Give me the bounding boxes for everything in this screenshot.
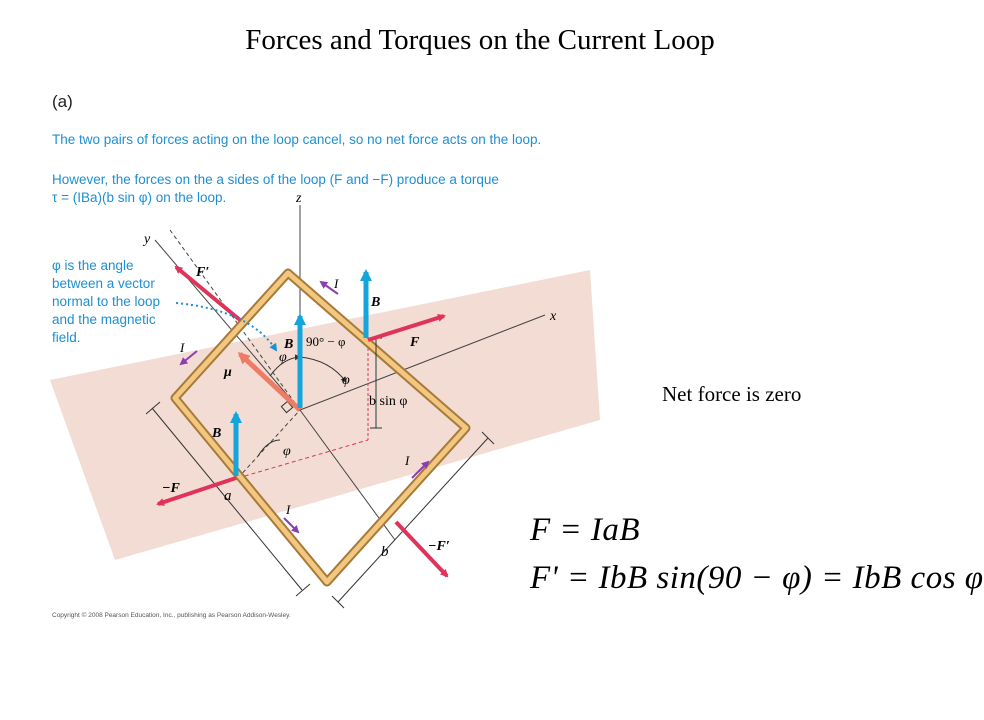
mu-label: μ (223, 365, 232, 380)
current-loop-inner (172, 270, 469, 585)
force-f-right-label: F (409, 335, 420, 350)
dim-a-line (151, 407, 303, 591)
axis-x-label: x (549, 309, 557, 324)
dim-b-line (337, 437, 489, 603)
angle-arc-phi-bottom (257, 439, 281, 457)
current-label-bottom: I (285, 502, 291, 517)
phi-label-bottom: φ (283, 444, 291, 459)
b-field-center-label: B (283, 337, 293, 352)
phi-pointer-dotted (175, 302, 278, 352)
panel-label: (a) (52, 92, 73, 111)
angle-arc-90 (299, 356, 347, 383)
caption-net-force: The two pairs of forces acting on the lo… (52, 132, 542, 147)
dim-a-tick1 (145, 401, 161, 415)
caption-torque-line1: However, the forces on the a sides of th… (52, 172, 499, 187)
slide-title: Forces and Torques on the Current Loop (245, 24, 715, 56)
copyright-notice: Copyright © 2008 Pearson Education, Inc.… (52, 612, 291, 619)
force-f-right-arrow (367, 313, 446, 342)
phi-label-top: φ (279, 350, 287, 365)
caption-phi-note: φ is the angle between a vector normal t… (52, 258, 161, 345)
current-loop-diagram: z y x a b b sin φ φ 90° − φ φ φ F′ F −F … (50, 191, 600, 609)
current-label-top: I (333, 276, 339, 291)
b-field-left-label: B (211, 426, 221, 441)
right-angle-mark (280, 400, 294, 414)
mu-vector-arrow (237, 351, 302, 412)
phi-label-right: φ (342, 373, 350, 388)
force-f-left-label: −F (162, 481, 180, 496)
axis-z-label: z (295, 191, 302, 206)
axis-y-label: y (142, 232, 151, 247)
dim-b-tick1 (331, 595, 345, 609)
angle-arc-phi-top (269, 354, 301, 377)
axis-x-line (299, 314, 546, 411)
force-f-left-arrow (156, 476, 237, 506)
current-arrow-top (319, 280, 339, 295)
dim-a-tick2 (295, 583, 311, 597)
side-b-label: b (381, 544, 389, 560)
equation-f-iab: F = IaB (530, 512, 641, 548)
bsinphi-label: b sin φ (369, 394, 407, 409)
angle-90-label: 90° − φ (306, 334, 346, 349)
current-label-left: I (179, 340, 185, 355)
dashed-base (237, 409, 301, 479)
caption-torque: However, the forces on the a sides of th… (52, 171, 612, 207)
dashed-base-red (237, 439, 369, 479)
current-arrow-bottom (283, 517, 300, 534)
force-f-prime-top-arrow (174, 265, 242, 322)
current-arrow-left (179, 350, 198, 366)
force-f-prime-bottom-arrow (394, 520, 449, 578)
net-force-text: Net force is zero (662, 382, 802, 406)
force-f-prime-bottom-label: −F′ (428, 539, 450, 554)
dashed-diagonal (169, 229, 301, 411)
side-a-label: a (224, 488, 232, 504)
force-f-prime-top-label: F′ (195, 265, 209, 280)
current-arrow-right (411, 460, 430, 479)
current-label-right: I (404, 453, 410, 468)
b-field-top-label: B (370, 295, 380, 310)
xy-plane (50, 270, 600, 560)
dim-b-tick2 (481, 431, 495, 445)
equation-f-prime: F' = IbB sin(90 − φ) = IbB cos φ (530, 560, 984, 596)
caption-torque-line2: τ = (IBa)(b sin φ) on the loop. (52, 190, 227, 205)
